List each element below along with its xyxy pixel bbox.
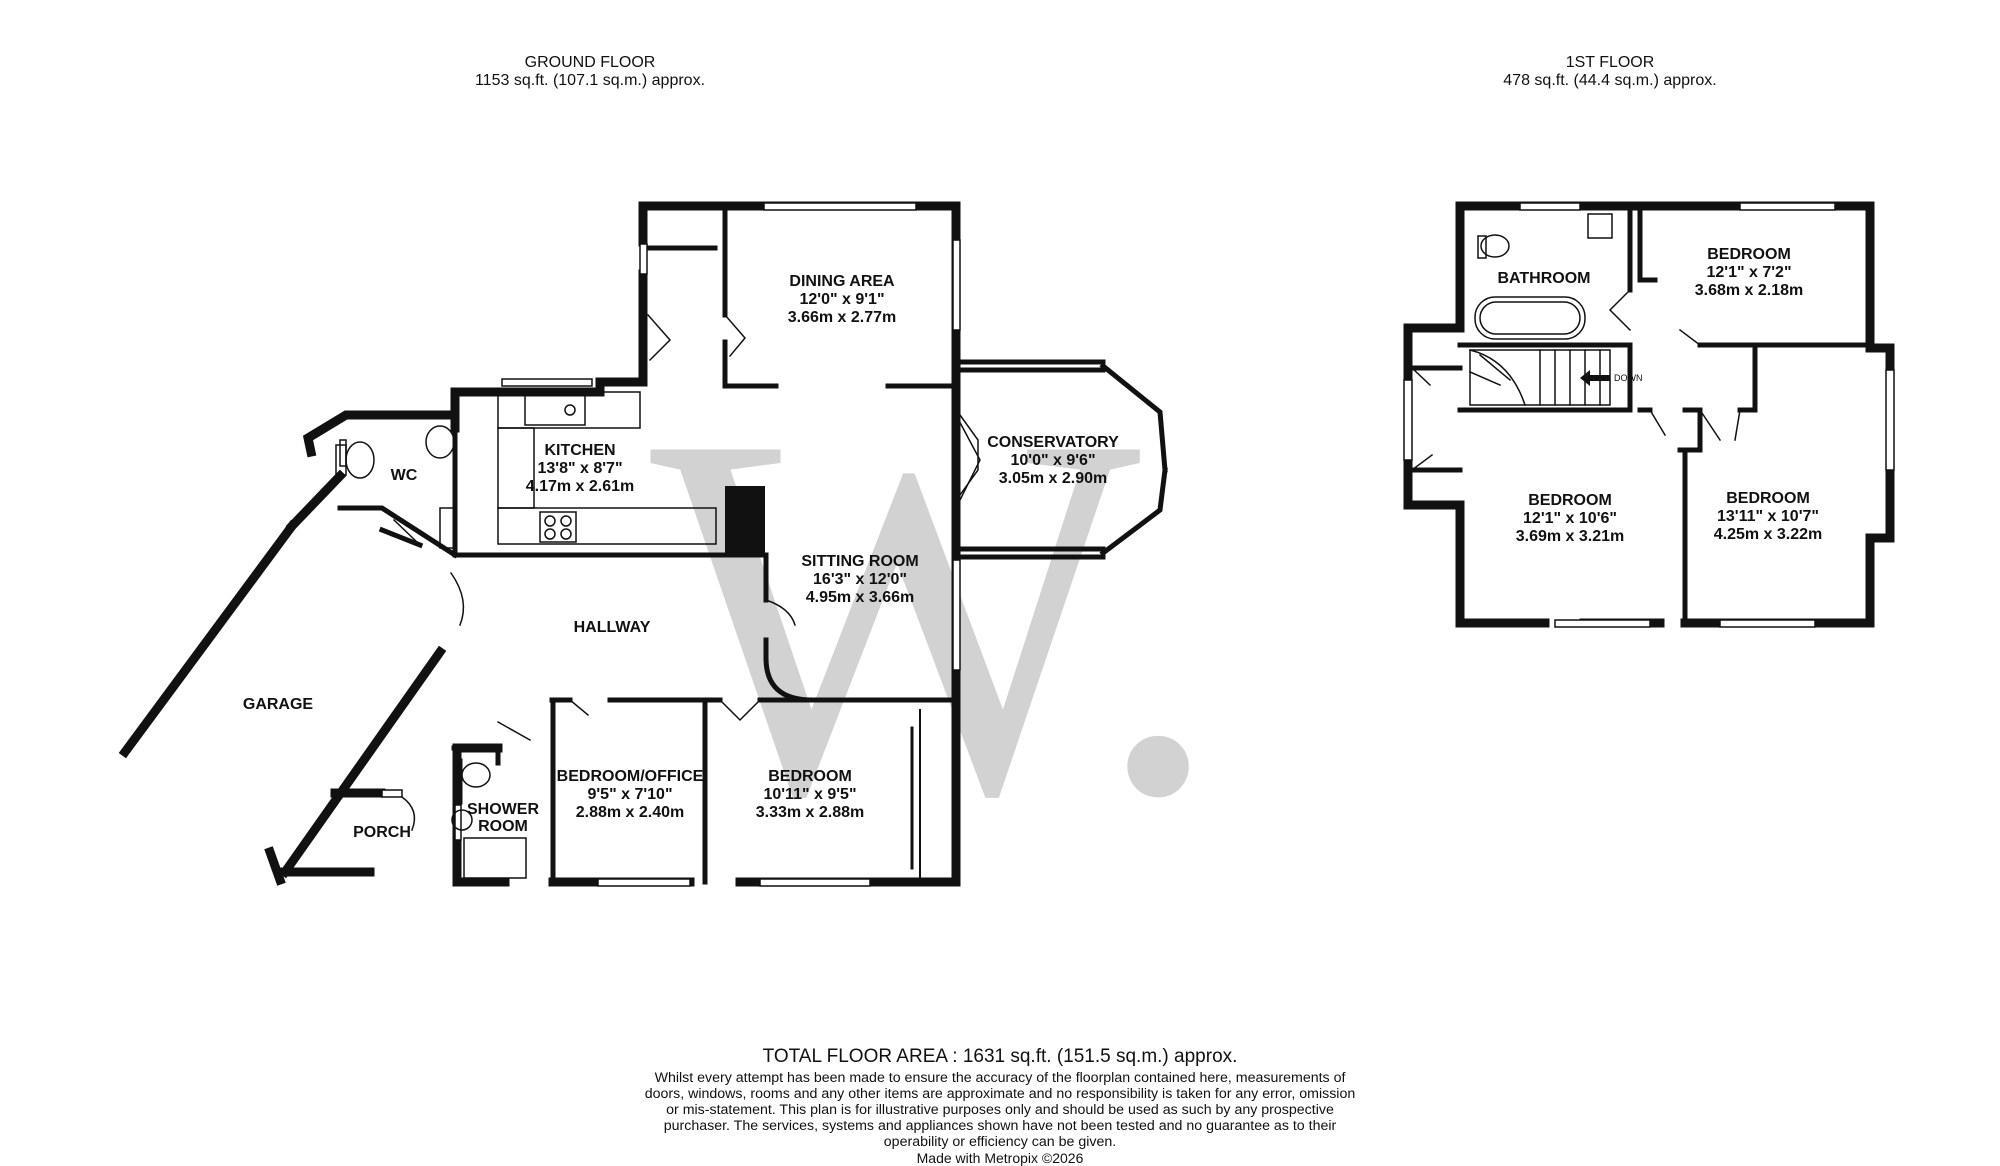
first-floor-plan: DOWN <box>1403 201 1895 628</box>
first-floor-doors <box>1410 288 1741 472</box>
ground-floor-plan <box>118 201 1168 887</box>
stairs-down-label: DOWN <box>1614 373 1643 383</box>
bathroom-name: BATHROOM <box>1497 270 1590 287</box>
first-bedroom-3-metric: 4.25m x 3.22m <box>1714 526 1823 543</box>
made-with-credit: Made with Metropix ©2026 <box>916 1150 1084 1166</box>
first-bedroom-3-name: BEDROOM <box>1726 490 1810 507</box>
ground-floor-internal-walls <box>337 210 959 885</box>
staircase <box>1469 349 1611 406</box>
ground-floor-header: GROUND FLOOR 1153 sq.ft. (107.1 sq.m.) a… <box>440 54 740 90</box>
bedroom-office-metric: 2.88m x 2.40m <box>576 804 685 821</box>
kitchen-counter-bottom <box>497 507 717 545</box>
stairs-down-arrow-icon <box>1580 370 1610 386</box>
bath-toilet-icon <box>1480 234 1510 258</box>
toilet-icon <box>345 441 375 479</box>
dining-area-name: DINING AREA <box>789 273 895 290</box>
wc-name: WC <box>391 467 418 484</box>
bath-basin-icon <box>1587 213 1613 239</box>
bedroom-office-name: BEDROOM/OFFICE <box>557 768 704 785</box>
shower-room-name-2: ROOM <box>478 818 528 835</box>
ground-floor-title: GROUND FLOOR <box>524 54 656 71</box>
ground-floor-fixtures <box>335 391 979 879</box>
conservatory-imperial: 10'0" x 9'6" <box>1010 452 1095 469</box>
first-bedroom-1-name: BEDROOM <box>1707 246 1791 263</box>
kitchen-imperial: 13'8" x 8'7" <box>537 460 622 477</box>
first-bedroom-2-imperial: 12'1" x 10'6" <box>1523 510 1617 527</box>
first-floor-header: 1ST FLOOR 478 sq.ft. (44.4 sq.m.) approx… <box>1460 54 1760 90</box>
first-bedroom-3-imperial: 13'11" x 10'7" <box>1717 508 1819 525</box>
first-bedroom-2-name: BEDROOM <box>1528 492 1612 509</box>
first-floor-room-labels: BATHROOM BEDROOM 12'1" x 7'2" 3.68m x 2.… <box>1497 246 1822 545</box>
hallway-name: HALLWAY <box>574 619 651 636</box>
first-floor-internal-walls <box>1405 203 1873 626</box>
conservatory-walls <box>953 359 1168 560</box>
ground-floor-room-labels: DINING AREA 12'0" x 9'1" 3.66m x 2.77m K… <box>243 273 1119 841</box>
hob-icon <box>539 511 577 543</box>
floorplan-drawing: W. <box>118 201 1895 903</box>
conservatory-name: CONSERVATORY <box>987 434 1119 451</box>
sitting-room-metric: 4.95m x 3.66m <box>806 589 915 606</box>
kitchen-sink-icon <box>524 394 586 426</box>
watermark-logo: W. <box>650 328 1223 903</box>
shower-room-name: SHOWER <box>467 801 539 818</box>
first-floor-walls <box>1403 201 1895 628</box>
chimney-breast <box>725 486 765 554</box>
ground-bedroom-metric: 3.33m x 2.88m <box>756 804 865 821</box>
sitting-room-imperial: 16'3" x 12'0" <box>813 571 907 588</box>
first-floor-windows <box>1403 202 1895 628</box>
conservatory-metric: 3.05m x 2.90m <box>999 470 1108 487</box>
first-floor-title: 1ST FLOOR <box>1565 54 1655 71</box>
kitchen-name: KITCHEN <box>544 442 615 459</box>
disclaimer-text: Whilst every attempt has been made to en… <box>644 1070 1356 1150</box>
kitchen-counter-top <box>497 391 641 429</box>
ground-bedroom-name: BEDROOM <box>768 768 852 785</box>
ground-bedroom-imperial: 10'11" x 9'5" <box>763 786 856 803</box>
first-floor-area: 478 sq.ft. (44.4 sq.m.) approx. <box>1503 72 1717 89</box>
kitchen-metric: 4.17m x 2.61m <box>526 478 635 495</box>
bathtub-icon <box>1474 296 1586 340</box>
shower-basin-icon <box>461 762 491 788</box>
porch-name: PORCH <box>353 824 411 841</box>
ground-floor-area: 1153 sq.ft. (107.1 sq.m.) approx. <box>474 72 706 89</box>
kitchen-counter-left <box>497 427 535 509</box>
bathroom-fixtures <box>1474 213 1613 340</box>
sitting-room-name: SITTING ROOM <box>801 553 918 570</box>
garage-name: GARAGE <box>243 696 314 713</box>
first-bedroom-2-metric: 3.69m x 3.21m <box>1516 528 1625 545</box>
wc-basin-icon <box>425 425 455 459</box>
first-bedroom-1-metric: 3.68m x 2.18m <box>1695 282 1804 299</box>
ground-floor-windows <box>339 202 961 887</box>
shower-tray-icon <box>463 837 527 879</box>
first-bedroom-1-imperial: 12'1" x 7'2" <box>1706 264 1791 281</box>
bedroom-office-imperial: 9'5" x 7'10" <box>587 786 672 803</box>
total-floor-area: TOTAL FLOOR AREA : 1631 sq.ft. (151.5 sq… <box>762 1046 1238 1067</box>
shower-toilet-icon <box>451 809 473 831</box>
dining-area-metric: 3.66m x 2.77m <box>788 309 897 326</box>
dining-area-imperial: 12'0" x 9'1" <box>799 291 884 308</box>
